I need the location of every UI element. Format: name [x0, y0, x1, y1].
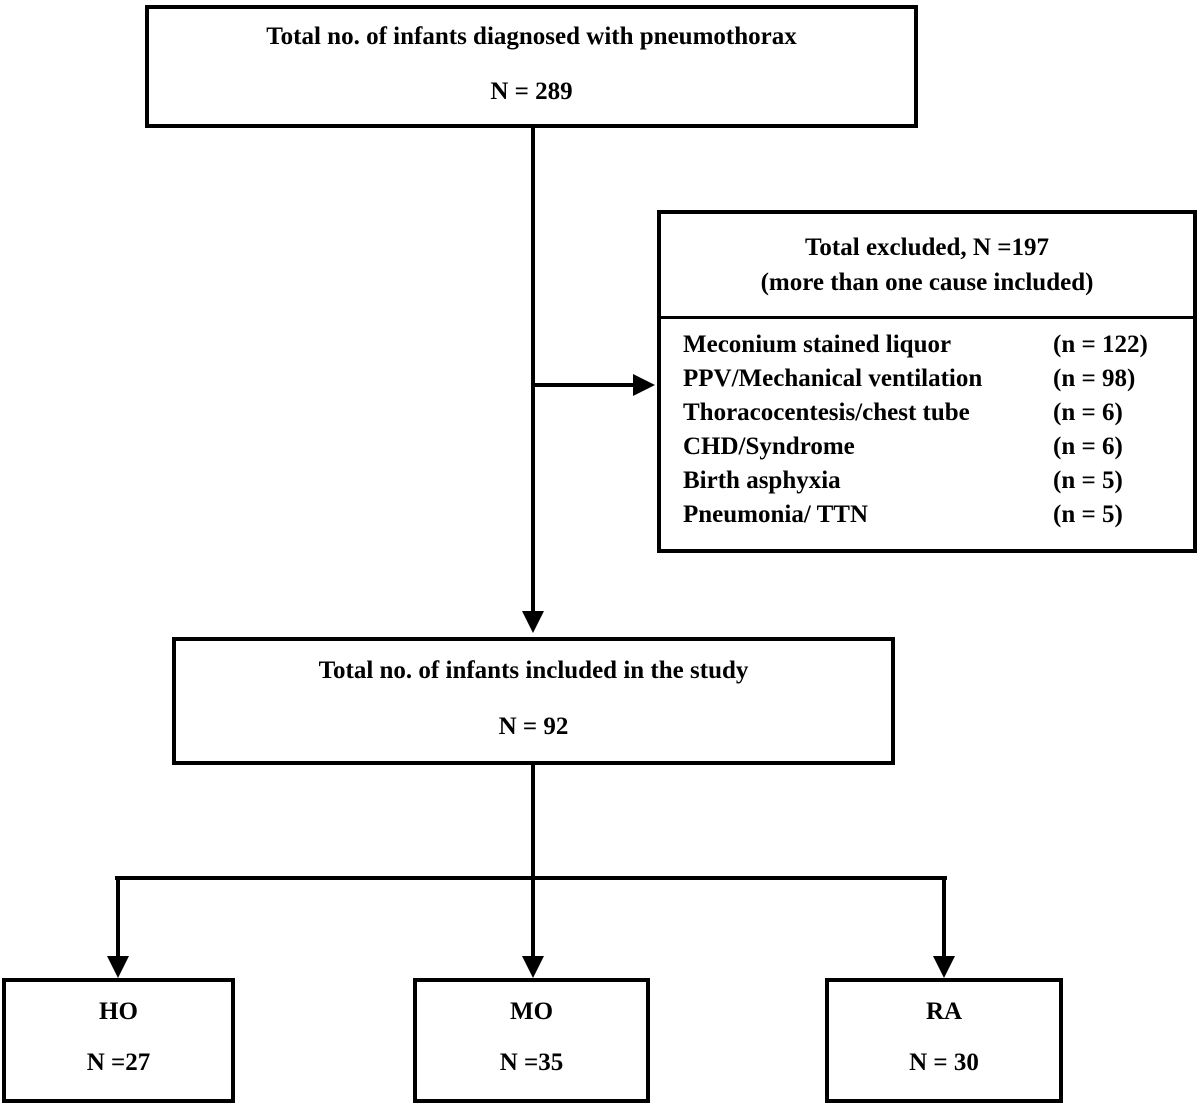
connector-included-to-bar	[531, 765, 535, 878]
group-count: N = 30	[909, 1049, 979, 1076]
group-label: HO	[99, 998, 138, 1025]
exclusion-count: (n = 98)	[1053, 365, 1136, 392]
included-count: N = 92	[498, 713, 569, 740]
excluded-list: Meconium stained liquor (n = 122) PPV/Me…	[661, 319, 1193, 532]
exclusion-count: (n = 6)	[1053, 433, 1123, 460]
excluded-title: Total excluded, N =197	[805, 234, 1049, 261]
included-box: Total no. of infants included in the stu…	[172, 637, 895, 765]
group-label: RA	[925, 998, 963, 1025]
arrow-down-icon	[933, 956, 955, 978]
connector-drop-ra	[942, 876, 946, 958]
exclusion-count: (n = 5)	[1053, 467, 1123, 494]
group-box-ra: RA N = 30	[825, 978, 1063, 1103]
arrow-down-icon	[522, 956, 544, 978]
exclusion-count: (n = 5)	[1053, 501, 1123, 528]
excluded-box: Total excluded, N =197 (more than one ca…	[657, 210, 1197, 553]
exclusion-label: Thoracocentesis/chest tube	[683, 399, 970, 426]
list-item: CHD/Syndrome (n = 6)	[683, 430, 1173, 464]
exclusion-label: Pneumonia/ TTN	[683, 501, 868, 528]
diagnosed-count: N = 289	[490, 78, 573, 105]
group-count: N =27	[86, 1049, 151, 1076]
connector-top-to-included	[531, 128, 535, 615]
connector-drop-mo	[531, 876, 535, 958]
list-item: PPV/Mechanical ventilation (n = 98)	[683, 362, 1173, 396]
exclusion-label: PPV/Mechanical ventilation	[683, 365, 983, 392]
excluded-header: Total excluded, N =197 (more than one ca…	[661, 214, 1193, 319]
list-item: Birth asphyxia (n = 5)	[683, 464, 1173, 498]
connector-drop-ho	[116, 876, 120, 958]
arrow-right-icon	[633, 374, 655, 396]
list-item: Thoracocentesis/chest tube (n = 6)	[683, 396, 1173, 430]
excluded-subtitle: (more than one cause included)	[760, 269, 1094, 296]
group-box-ho: HO N =27	[2, 978, 235, 1103]
list-item: Meconium stained liquor (n = 122)	[683, 328, 1173, 362]
exclusion-label: Birth asphyxia	[683, 467, 841, 494]
diagnosed-title: Total no. of infants diagnosed with pneu…	[266, 23, 797, 50]
diagnosed-box: Total no. of infants diagnosed with pneu…	[145, 5, 918, 128]
group-count: N =35	[499, 1049, 564, 1076]
exclusion-count: (n = 122)	[1053, 331, 1148, 358]
connector-branch-excluded	[531, 383, 635, 387]
exclusion-label: Meconium stained liquor	[683, 331, 952, 358]
arrow-down-icon	[522, 611, 544, 633]
exclusion-label: CHD/Syndrome	[683, 433, 855, 460]
included-title: Total no. of infants included in the stu…	[318, 657, 749, 684]
list-item: Pneumonia/ TTN (n = 5)	[683, 498, 1173, 532]
arrow-down-icon	[107, 956, 129, 978]
exclusion-count: (n = 6)	[1053, 399, 1123, 426]
group-box-mo: MO N =35	[413, 978, 650, 1103]
group-label: MO	[509, 998, 554, 1025]
